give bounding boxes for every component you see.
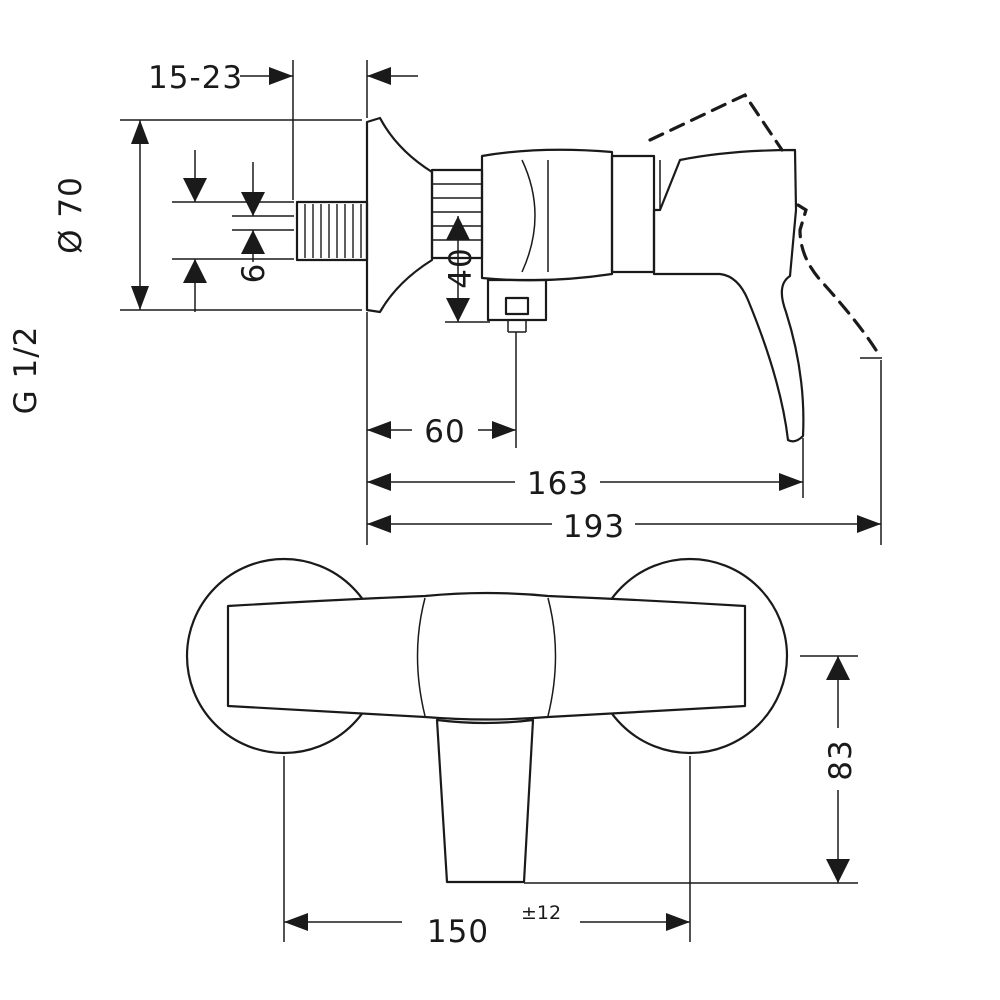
bottom-outlet (486, 278, 548, 333)
cartridge-collar (610, 154, 656, 274)
front-view: 150 ±12 83 (185, 557, 859, 950)
neck-nut (430, 168, 484, 260)
rosette-flange (365, 116, 434, 314)
dim-label-outlet-offset: 60 (424, 414, 465, 450)
threaded-connector (295, 200, 369, 262)
dim-label-rosette-diameter: Ø 70 (53, 176, 89, 254)
mixer-body (480, 148, 614, 282)
dim-label-outlet-height: 40 (443, 247, 479, 288)
lever-alternate-position (648, 92, 882, 358)
front-body (226, 591, 747, 721)
dim-label-center-distance: 150 (427, 914, 489, 950)
dim-label-thread-size: G 1/2 (8, 326, 44, 415)
side-view: 15-23 Ø 70 G 1/2 6 40 60 163 193 (8, 60, 882, 545)
dim-label-front-height: 83 (823, 739, 859, 780)
dim-label-thread-offset: 6 (236, 263, 272, 284)
front-lever (435, 718, 535, 884)
dim-label-connection-depth: 15-23 (148, 60, 243, 96)
dim-label-lever-projection: 163 (527, 466, 589, 502)
dim-label-total-projection: 193 (563, 509, 625, 545)
dim-label-center-tolerance: ±12 (521, 902, 561, 924)
lever-handle (652, 148, 805, 443)
